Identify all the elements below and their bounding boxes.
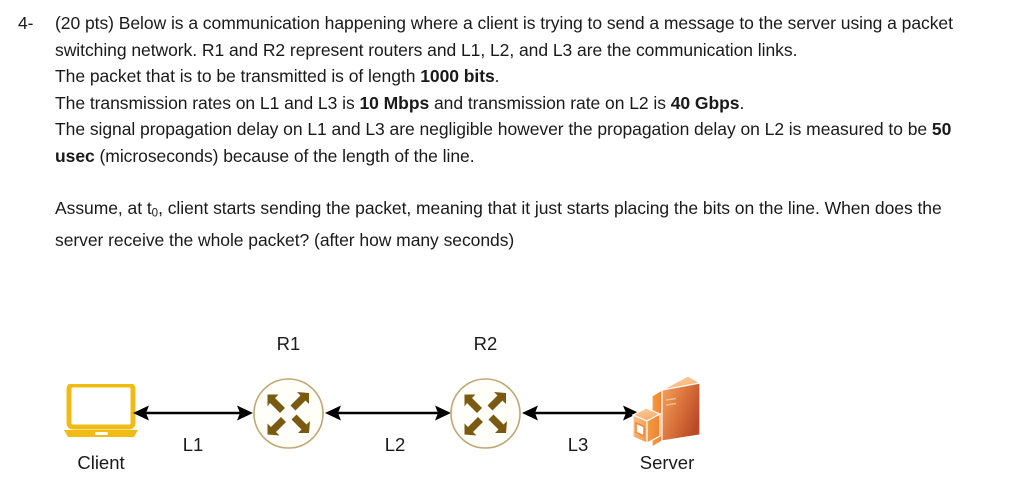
router-icon — [449, 377, 522, 450]
line-5-pre: Assume, at t — [55, 198, 152, 218]
question-line-5: Assume, at t0, client starts sending the… — [55, 195, 964, 254]
question-line-1-text: (20 pts) Below is a communication happen… — [55, 13, 953, 60]
question-line-4: The signal propagation delay on L1 and L… — [55, 116, 964, 169]
link-l1-arrow — [133, 401, 253, 425]
link-l1-label: L1 — [182, 434, 204, 455]
line-4-pre: The signal propagation delay on L1 and L… — [55, 119, 932, 139]
question-text: (20 pts) Below is a communication happen… — [55, 10, 964, 254]
laptop-icon — [64, 382, 138, 438]
link-l2-arrow — [325, 401, 451, 425]
question-line-2: The packet that is to be transmitted is … — [55, 63, 964, 90]
server-label: Server — [639, 452, 695, 473]
router-icon — [252, 377, 325, 450]
line-3-post: . — [739, 92, 745, 113]
link-l3-arrow — [522, 401, 639, 425]
prop-delay-l2-value: 50 usec — [55, 119, 952, 166]
rate-l2-value: 40 Gbps — [670, 92, 740, 113]
question-line-1: (20 pts) Below is a communication happen… — [55, 10, 964, 63]
line-2-pre: The packet that is to be transmitted is … — [55, 66, 421, 86]
line-3-pre: The transmission rates on L1 and L3 is — [55, 92, 360, 113]
line-4-post: (microseconds) because of the length of … — [94, 145, 475, 166]
network-diagram: R1 R2 Client L1 — [0, 325, 1024, 503]
server-icon — [630, 373, 702, 453]
line-5-post: , client starts sending the packet, mean… — [55, 198, 942, 251]
paragraph-gap — [55, 169, 964, 195]
router-r1-label: R1 — [276, 333, 301, 354]
t-zero-subscript: 0 — [151, 207, 159, 220]
packet-length-value: 1000 bits — [420, 66, 495, 86]
client-label: Client — [77, 452, 125, 473]
question-number: 4- — [18, 13, 34, 33]
rate-l1-l3-value: 10 Mbps — [359, 92, 430, 113]
line-2-post: . — [494, 66, 500, 86]
line-3-mid: and transmission rate on L2 is — [429, 92, 671, 113]
link-l2-label: L2 — [384, 434, 406, 455]
link-l3-label: L3 — [567, 434, 589, 455]
question-block: 4- (20 pts) Below is a communication hap… — [18, 10, 964, 254]
question-line-3: The transmission rates on L1 and L3 is 1… — [55, 90, 964, 117]
router-r2-label: R2 — [473, 333, 498, 354]
